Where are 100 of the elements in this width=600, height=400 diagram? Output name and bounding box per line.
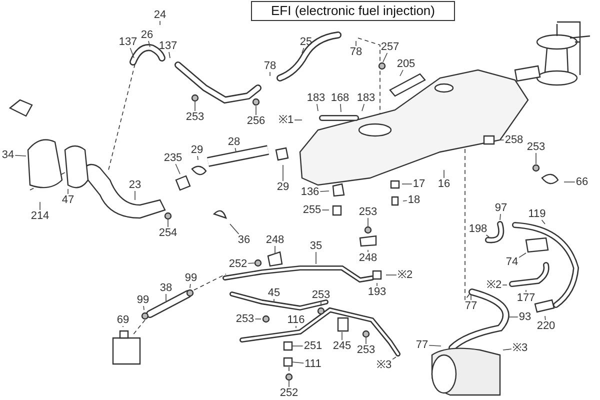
callout-number: 253 [310,289,332,301]
callout-number: 78 [348,46,364,58]
leader-line [274,246,276,254]
leader-line [382,52,388,62]
callout-number: 137 [158,40,178,52]
leader-line [502,284,508,286]
callout-number: 45 [266,287,282,299]
leader-line [288,380,290,388]
callout-number: 69 [116,314,130,326]
leader-line [254,318,262,320]
callout-number: 258 [504,134,524,146]
callout-number: 255 [302,204,322,216]
callout-number: 256 [246,115,266,127]
leader-line [486,234,490,238]
leader-line [130,48,134,58]
callout-number: ※2 [396,269,414,281]
callout-number: 99 [184,272,198,284]
callout-number: 18 [406,194,422,206]
callout-number: 254 [158,227,178,239]
leader-line [134,190,136,200]
callout-number: 66 [574,176,590,188]
leader-line [234,148,236,152]
callout-number: 183 [356,92,376,104]
callout-number: 214 [30,210,50,222]
callout-number: 36 [236,234,252,246]
callout-number: 253 [356,344,376,356]
leader-line [148,40,150,48]
leader-line [340,104,342,112]
callout-number: 47 [60,194,76,206]
leader-line [316,104,318,112]
leader-line [544,316,546,320]
callout-number: 248 [358,252,378,264]
callout-number: 253 [184,111,206,123]
callout-number: 177 [516,292,536,304]
callout-number: ※2 [485,279,503,291]
callout-number: 28 [226,136,242,148]
leader-line [402,200,408,202]
callout-number: 252 [278,387,300,399]
leader-line [175,164,180,174]
callout-number: 168 [330,92,350,104]
callout-number: 257 [380,41,400,53]
callout-number: 251 [302,340,324,352]
callout-number: 38 [158,282,174,294]
callout-number: 220 [536,320,556,332]
leader-line [14,155,26,156]
leader-line [190,284,191,288]
callout-number: 77 [414,339,430,351]
leader-line [541,220,546,224]
leader-line [508,316,518,318]
leader-line [197,156,198,160]
callout-number: 93 [518,311,532,323]
callout-number: 205 [396,58,416,70]
leader-line [470,294,472,300]
callout-number: 136 [300,186,320,198]
callout-number: 34 [0,149,16,161]
callout-number: 26 [140,29,154,41]
callout-number: 24 [152,9,168,21]
callout-number: 29 [276,181,290,193]
callout-number: 198 [468,223,488,235]
callout-number: ※3 [511,342,529,354]
leader-line [168,52,170,58]
callout-number: 245 [332,340,352,352]
leader-line [362,104,365,112]
callout-number: 23 [128,179,142,191]
leader-line [376,282,378,286]
leader-line [143,306,144,310]
leader-line [386,274,397,276]
leader-line [502,348,512,350]
callout-number: 253 [358,206,378,218]
leader-line [320,190,330,192]
callout-number: 29 [190,144,204,156]
callout-number: 99 [136,294,150,306]
callout-number: 116 [286,314,306,326]
leader-line [500,214,501,220]
leader-line [302,48,304,54]
leader-line [292,362,304,364]
leader-line [400,70,404,76]
callout-number: 183 [306,92,326,104]
callout-number: 78 [262,60,278,72]
callout-number: ※1 [277,114,295,126]
callout-number: 16 [436,178,452,190]
leader-line [282,164,284,182]
callout-number: ※3 [375,359,393,371]
leader-line [230,224,240,234]
leader-line [320,300,322,306]
callout-number: 193 [366,286,388,298]
callout-number: 248 [264,234,286,246]
leader-line [428,344,442,346]
diagram-title: EFI (electronic fuel injection) [251,1,455,21]
callout-number: 35 [308,240,324,252]
callout-number: 97 [494,202,508,214]
callout-number: 235 [162,152,184,164]
leader-line [248,262,256,264]
callout-number: 137 [118,36,138,48]
callout-number: 77 [464,300,478,312]
callout-number: 253 [526,141,546,153]
callout-number: 17 [412,178,426,190]
leader-line [392,356,396,360]
leader-line [194,100,196,112]
callout-number: 252 [228,258,248,270]
